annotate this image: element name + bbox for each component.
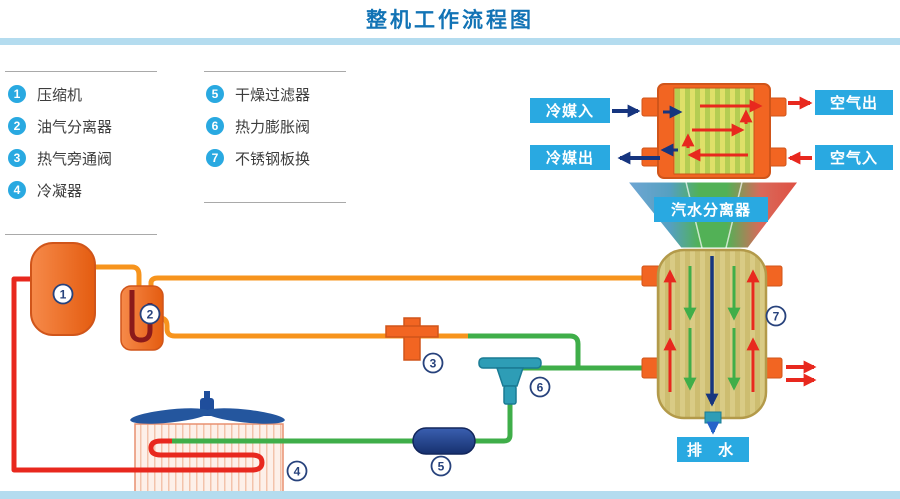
legend-item-condenser: 4 冷凝器	[8, 174, 112, 206]
label-drain: 排 水	[677, 437, 749, 462]
legend-number-badge: 4	[8, 181, 26, 199]
bottom-divider-bar	[0, 491, 900, 499]
legend-item-plate-exchanger: 7 不锈钢板换	[206, 142, 310, 174]
pipe-hot-refrigerant	[11, 276, 265, 473]
legend-number-badge: 6	[206, 117, 224, 135]
legend-item-label: 压缩机	[37, 86, 83, 104]
legend-number-badge: 5	[206, 85, 224, 103]
legend-item-label: 热气旁通阀	[37, 150, 113, 168]
component-number-4: 4	[286, 460, 308, 482]
label-air-out: 空气出	[815, 90, 893, 115]
component-number-5: 5	[430, 455, 452, 477]
legend-item-label: 不锈钢板换	[235, 150, 311, 168]
legend-rule-top-2	[204, 71, 346, 72]
pipe-bypass-orange	[159, 315, 468, 339]
legend-number-badge: 3	[8, 149, 26, 167]
legend-rule-top-1	[5, 71, 157, 72]
bypass-valve-body	[403, 317, 421, 361]
legend-number-badge: 1	[8, 85, 26, 103]
condenser-fin-block	[134, 423, 284, 498]
label-air-in: 空气入	[815, 145, 893, 170]
fan-shaft	[204, 391, 210, 399]
svg-text:6: 6	[537, 381, 544, 395]
component-number-6: 6	[529, 376, 551, 398]
legend-number-badge: 2	[8, 117, 26, 135]
expansion-valve-stem	[503, 385, 517, 405]
oil-separator-tube	[129, 290, 153, 343]
legend-number-badge: 7	[206, 149, 224, 167]
legend-item-label: 油气分离器	[37, 118, 113, 136]
svg-text:4: 4	[294, 465, 301, 479]
legend-item-oil-separator: 2 油气分离器	[8, 110, 112, 142]
legend-column-1: 1 压缩机 2 油气分离器 3 热气旁通阀 4 冷凝器	[8, 78, 112, 206]
legend-item-label: 干燥过滤器	[235, 86, 311, 104]
label-refrigerant-in: 冷媒入	[530, 98, 610, 123]
legend-item-label: 热力膨胀阀	[235, 118, 311, 136]
component-number-7: 7	[765, 305, 787, 327]
legend-item-filter-drier: 5 干燥过滤器	[206, 78, 310, 110]
fan-blade-right	[205, 408, 285, 424]
legend-item-compressor: 1 压缩机	[8, 78, 112, 110]
expansion-valve-bar	[478, 357, 542, 369]
pipe-discharge-line	[148, 275, 656, 287]
page-title: 整机工作流程图	[366, 9, 534, 32]
legend-item-label: 冷凝器	[37, 182, 83, 200]
pipe-bypass-green	[468, 333, 581, 368]
top-divider-bar	[0, 38, 900, 45]
svg-text:7: 7	[773, 310, 780, 324]
legend-item-expansion-valve: 6 热力膨胀阀	[206, 110, 310, 142]
filter-drier-body	[412, 427, 476, 455]
fan-blade-left	[130, 408, 210, 424]
vessel-drain-stub	[704, 411, 722, 424]
svg-text:3: 3	[430, 357, 437, 371]
legend-rule-bottom-2	[204, 202, 346, 203]
component-number-2: 2	[139, 303, 161, 325]
bypass-valve-bar	[385, 325, 439, 338]
svg-text:5: 5	[438, 460, 445, 474]
label-water-separator: 汽水分离器	[654, 197, 768, 222]
legend-rule-bottom-1	[5, 234, 157, 235]
legend-column-2: 5 干燥过滤器 6 热力膨胀阀 7 不锈钢板换	[206, 78, 310, 174]
svg-text:1: 1	[60, 288, 67, 302]
label-refrigerant-out: 冷媒出	[530, 145, 610, 170]
svg-text:2: 2	[147, 308, 154, 322]
expansion-valve-body	[495, 367, 525, 387]
component-number-3: 3	[422, 352, 444, 374]
legend-item-bypass-valve: 3 热气旁通阀	[8, 142, 112, 174]
component-number-1: 1	[52, 283, 74, 305]
